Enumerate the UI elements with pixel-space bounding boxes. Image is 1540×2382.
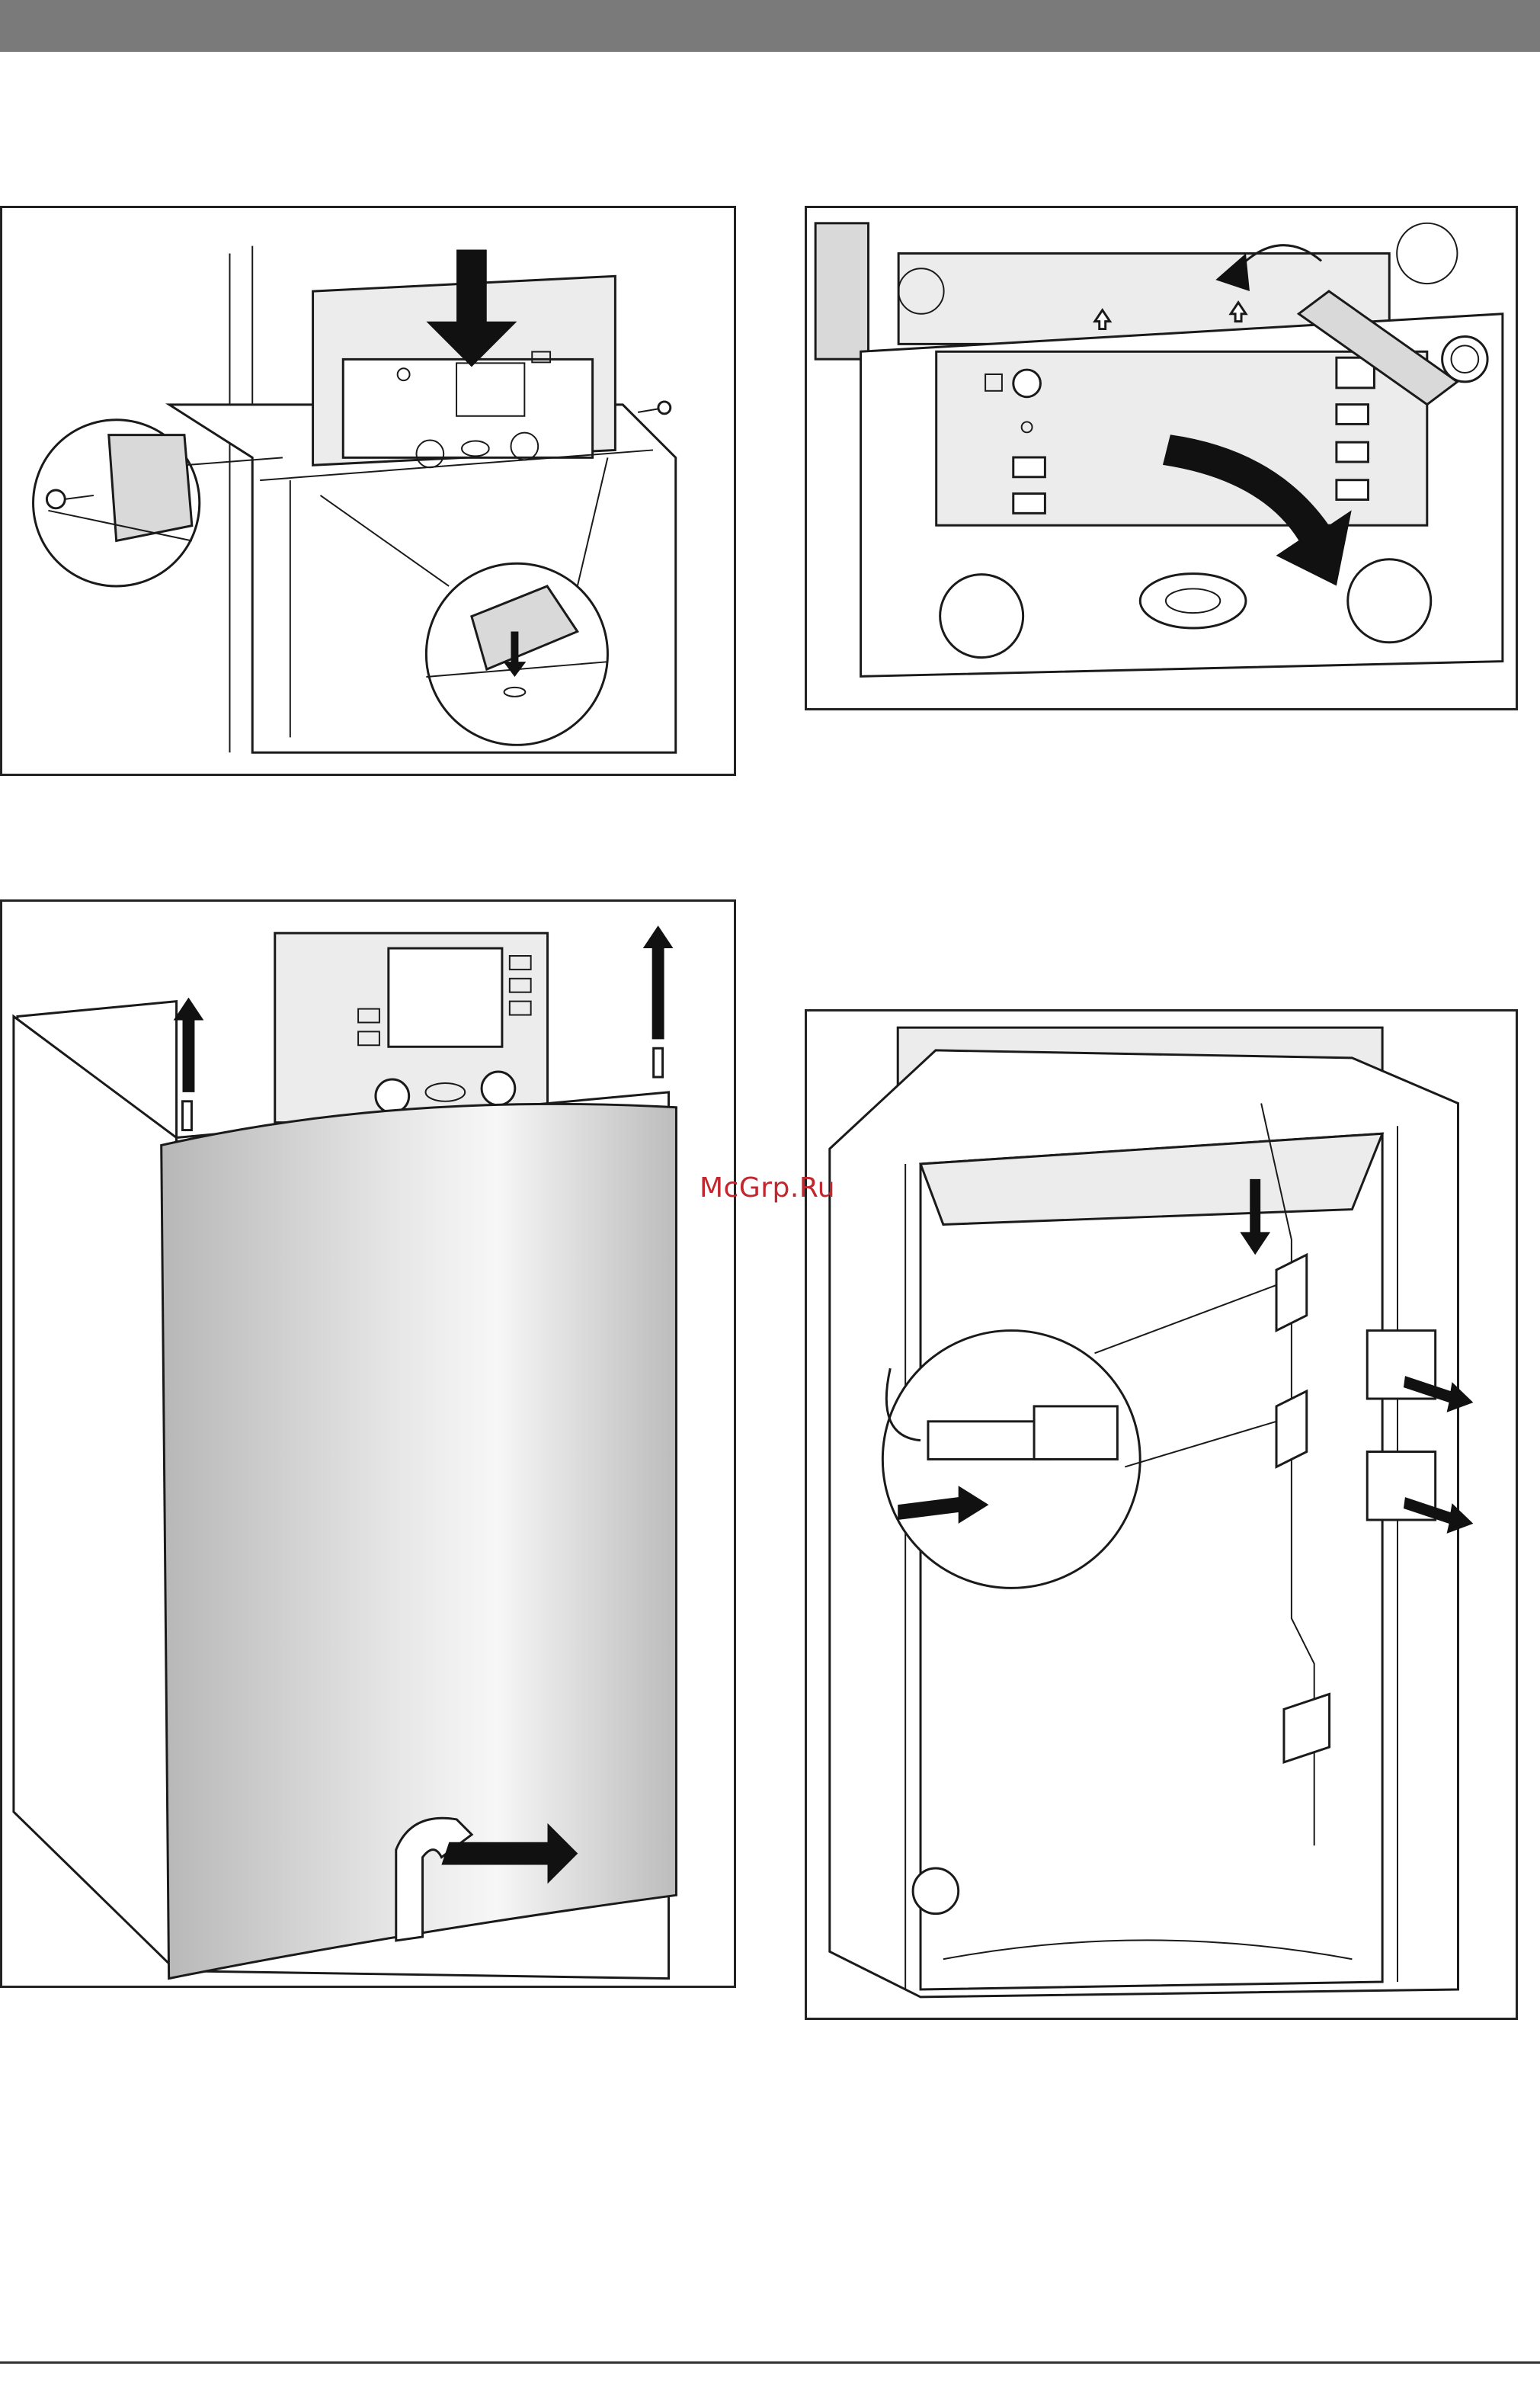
panel-button-1	[1013, 457, 1045, 477]
temperature-knob-left	[940, 575, 1023, 658]
fig4-drawing	[807, 1011, 1516, 2018]
knob-left	[376, 1079, 409, 1113]
knob-right	[482, 1072, 515, 1105]
screw-removal-illustration	[0, 206, 736, 776]
panel-button-5	[1337, 480, 1369, 500]
front-cover-removal-illustration	[0, 899, 736, 1988]
panel-button-2	[1013, 494, 1045, 514]
power-button-icon	[1013, 370, 1041, 397]
connector-cover-removal-illustration	[805, 1009, 1518, 2020]
page-header-bar	[0, 0, 1540, 52]
page-footer-rule	[0, 2361, 1540, 2364]
fig2-drawing	[807, 208, 1516, 708]
panel-button-4	[1337, 442, 1369, 462]
fig1-drawing	[2, 208, 734, 774]
up-arrow-left-icon	[174, 998, 204, 1092]
up-arrow-right-icon	[643, 925, 674, 1039]
control-panel-tilt-illustration	[805, 206, 1518, 710]
watermark-text: McGrp.Ru	[700, 1172, 835, 1204]
temperature-knob-right	[1348, 559, 1431, 643]
screw-icon	[46, 490, 65, 508]
fig3-drawing	[2, 902, 734, 1986]
panel-button-3	[1337, 405, 1369, 425]
connector-plug	[928, 1422, 1049, 1460]
